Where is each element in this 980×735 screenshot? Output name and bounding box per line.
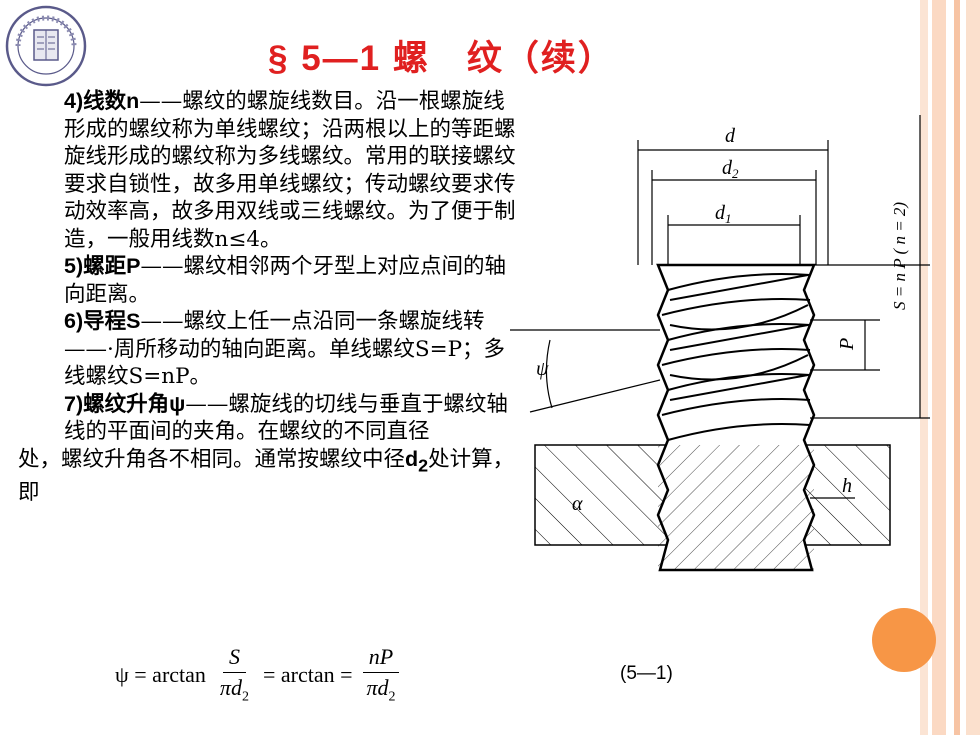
decorative-stripes [916,0,980,735]
paragraph-pitch: 5)螺距P——螺纹相邻两个牙型上对应点间的轴向距离。 [64,254,506,307]
paragraph-lead: 6)导程S——螺纹上任一点沿同一条螺旋线转——·周所移动的轴向距离。单线螺纹S=… [64,309,506,389]
label-d2: d2 [722,157,739,181]
thread-diagram: d d2 d1 P ψ α h S = n P ( n = 2) [510,115,930,572]
paragraph-pitch-diameter: 处，螺纹升角各不相同。通常按螺纹中径d2处计算，即 [18,446,515,506]
helix-angle-formula: ψ = arctan S πd2 = arctan = nP πd2 [115,640,402,710]
university-seal-logo [5,5,87,87]
label-p: P [836,338,858,351]
label-psi: ψ [536,358,549,380]
paragraph-line-count: 4)线数n——螺纹的螺旋线数目。沿一根螺旋线形成的螺纹称为单线螺纹；沿两根以上的… [64,89,516,252]
label-alpha: α [572,493,583,515]
term-pitch: 5)螺距P [64,254,141,278]
equation-number: (5—1) [620,663,673,684]
body-text: 4)线数n——螺纹的螺旋线数目。沿一根螺旋线形成的螺纹称为单线螺纹；沿两根以上的… [18,88,518,507]
label-h: h [842,475,852,497]
orange-circle-decoration [872,608,936,672]
label-d: d [725,125,736,147]
term-lead: 6)导程S [64,309,141,333]
term-helix-angle: 7)螺纹升角ψ [64,391,186,416]
label-s-formula: S = n P ( n = 2) [890,202,909,310]
fraction-np-over-pid2: nP πd2 [361,644,402,705]
paragraph-helix-angle: 7)螺纹升角ψ——螺旋线的切线与垂直于螺纹轴线的平面间的夹角。在螺纹的不同直径 [64,391,508,445]
label-d1: d1 [715,202,732,226]
fraction-s-over-pid2: S πd2 [219,644,249,705]
term-line-count: 4)线数n [64,89,140,113]
slide-title: § 5—1 螺 纹（续） [268,39,615,78]
